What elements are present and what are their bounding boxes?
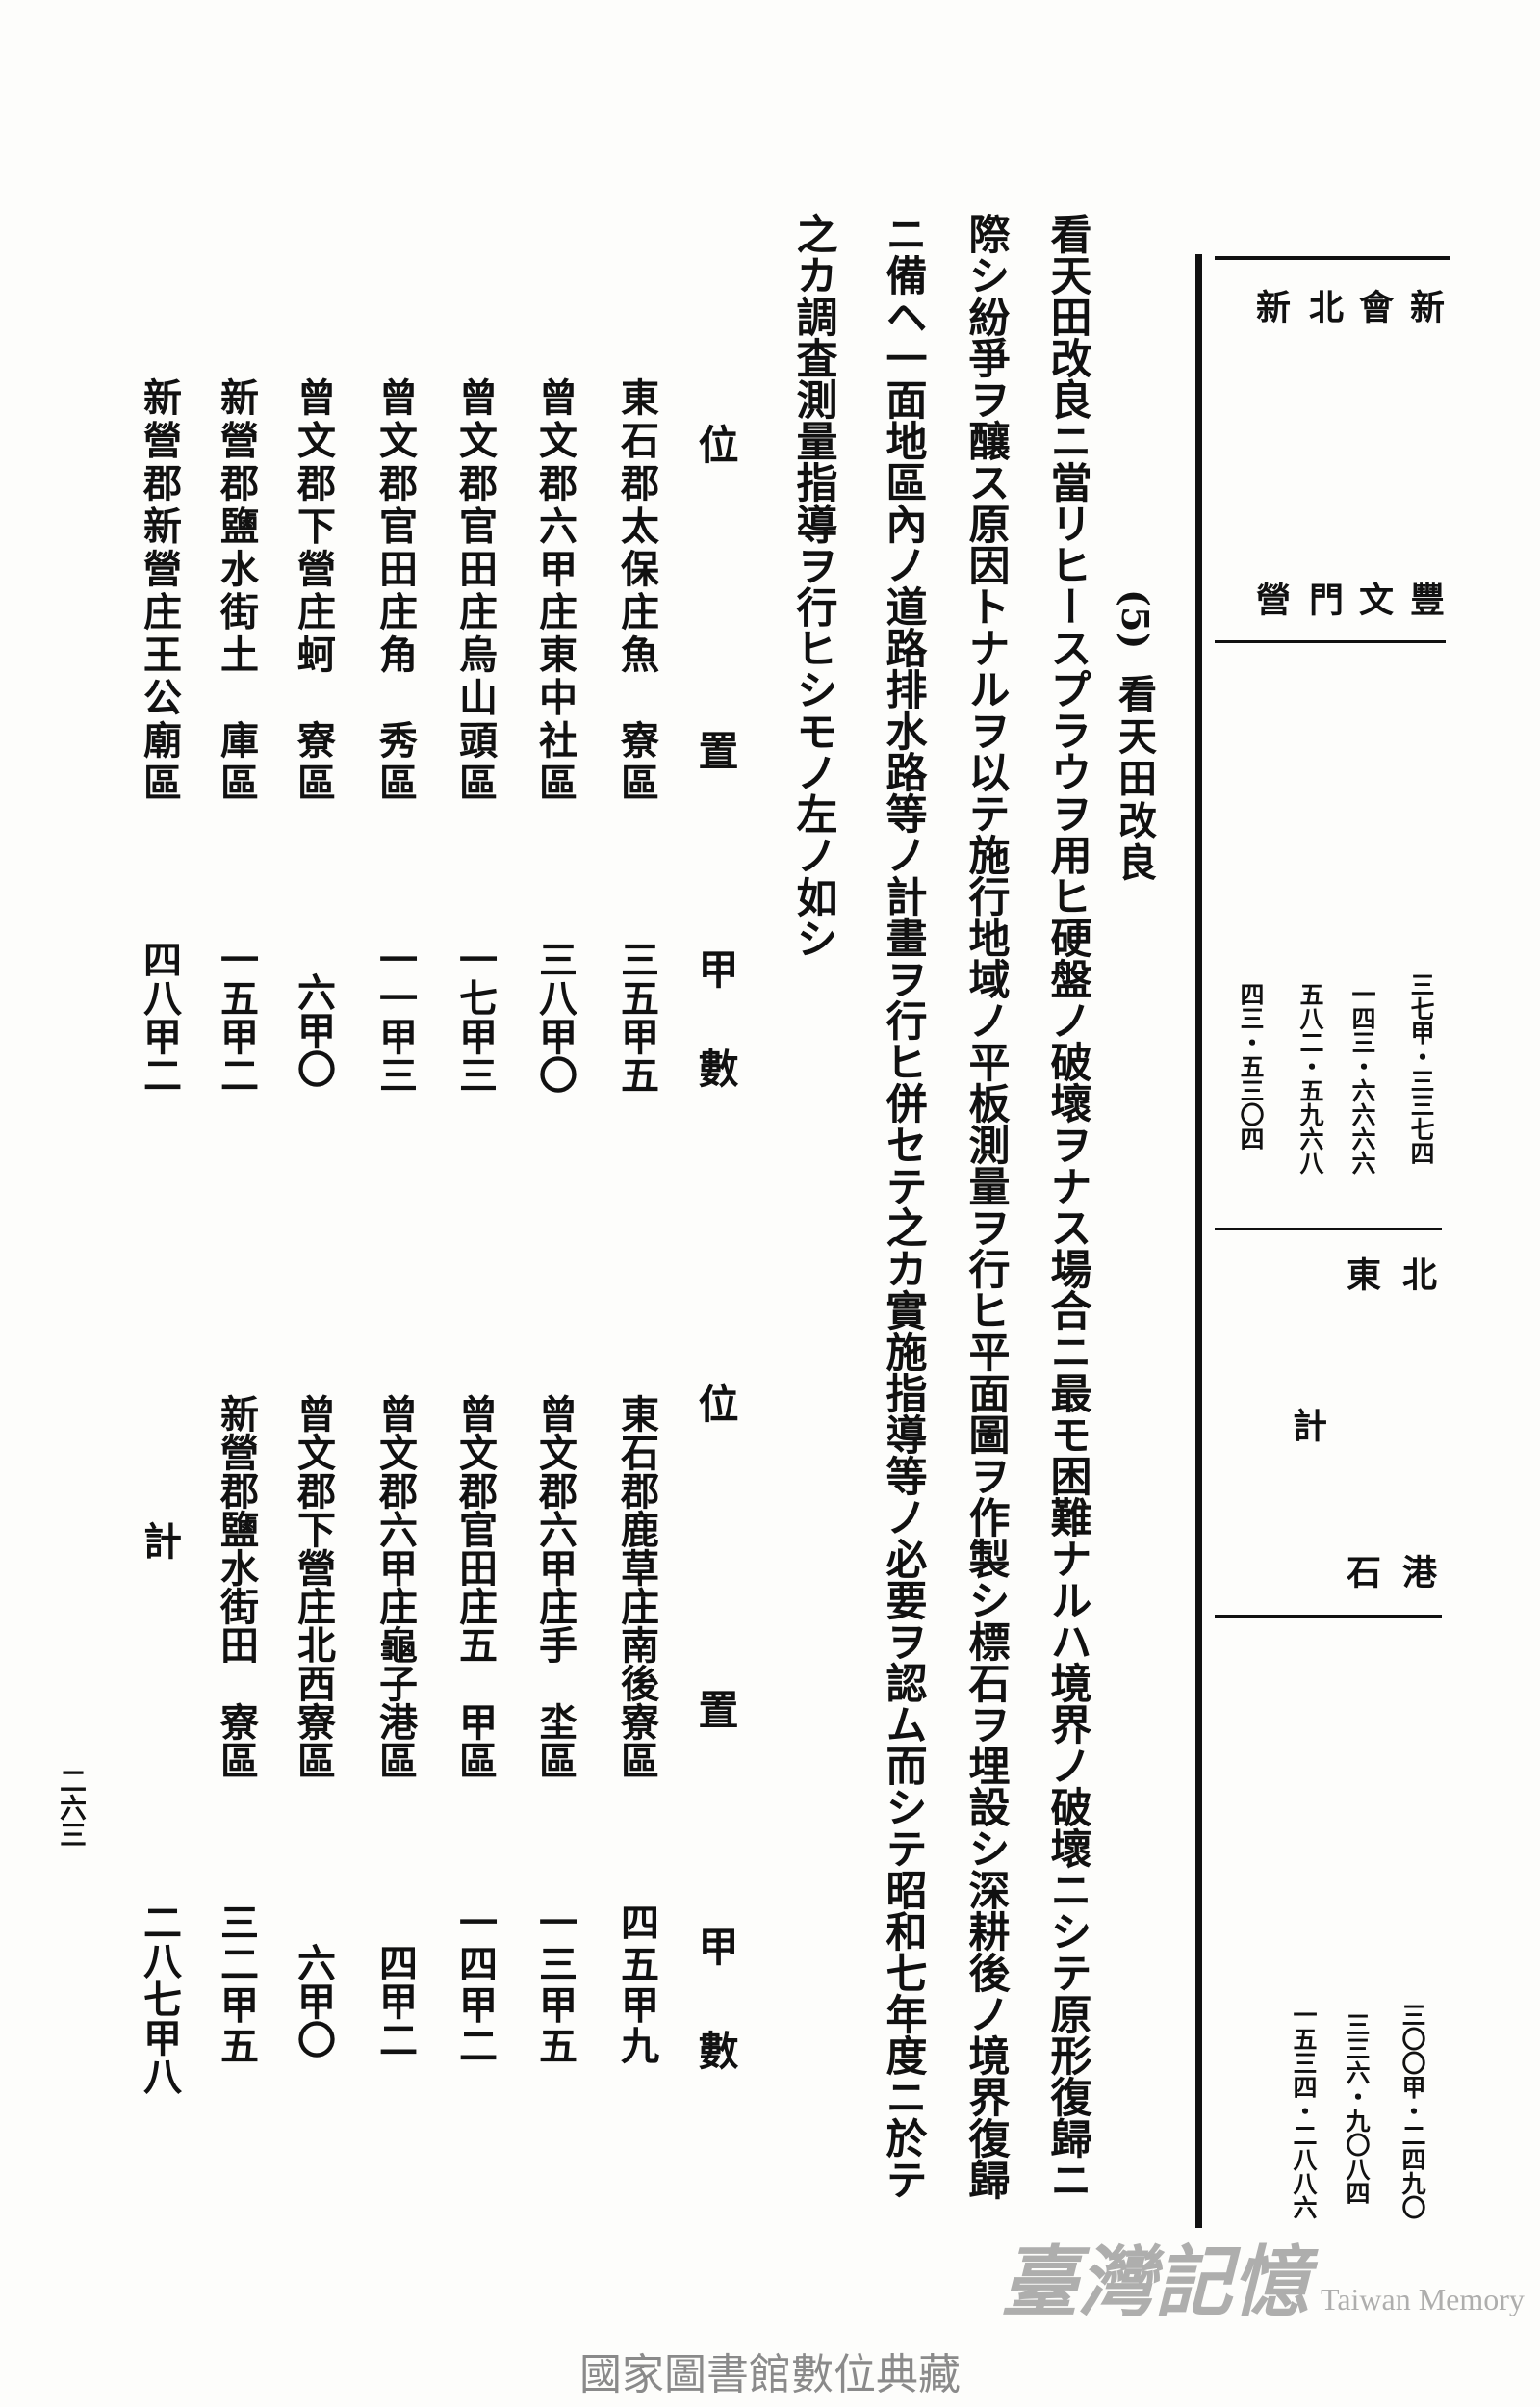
total-value: 三〇〇甲・二四九〇 xyxy=(1399,2003,1426,2219)
district-name: 北門 xyxy=(1303,289,1344,616)
table-vertical-rule xyxy=(1195,254,1202,2228)
table-row-location: 曾文郡六甲庄東中社區 xyxy=(532,377,578,801)
table-row-area: 六甲〇 xyxy=(291,972,336,1088)
table-row-location: 東石郡鹿草庄南後寮區 xyxy=(614,1394,659,1779)
table-row-location: 東石郡太保庄魚 寮區 xyxy=(614,377,659,801)
table-row-location: 曾文郡下營庄北西寮區 xyxy=(291,1394,336,1779)
total-value: 一五三四・二八八六 xyxy=(1290,2003,1318,2219)
table-rule xyxy=(1215,256,1450,260)
section-number: (5) xyxy=(1114,589,1157,650)
page-number: 二六三 xyxy=(56,1767,88,1848)
table-row-area: 一五甲二 xyxy=(214,940,259,1094)
column-header-area: 甲數 xyxy=(692,948,739,1088)
body-paragraph-line: 之カ調査測量指導ヲ行ヒシモノ左ノ如シ xyxy=(789,213,837,960)
body-paragraph-line: 際シ紛爭ヲ釀ス原因トナルヲ以テ施行地域ノ平板測量ヲ行ヒ平面圖ヲ作製シ標石ヲ埋設シ… xyxy=(962,213,1010,2200)
district-name: 東石 xyxy=(1341,1256,1381,1589)
district-name: 新營 xyxy=(1250,289,1291,616)
column-header-location: 位置 xyxy=(692,1383,739,1729)
table-row-area: 一一甲三 xyxy=(372,940,418,1094)
district-name: 北港 xyxy=(1397,1256,1437,1589)
district-name: 新豐 xyxy=(1404,289,1445,616)
table-row-location: 曾文郡官田庄角 秀區 xyxy=(372,377,418,801)
table-row-area: 一三甲五 xyxy=(532,1902,578,2064)
column-header-location: 位置 xyxy=(692,424,739,770)
table-row-area: 三二甲五 xyxy=(214,1902,259,2064)
table-row-location: 新營郡新營庄王公廟區 xyxy=(137,377,182,801)
district-value: 四三・五三〇四 xyxy=(1237,982,1265,1151)
table-row-area: 六甲〇 xyxy=(291,1943,336,2058)
total-label: 計 xyxy=(137,1521,182,1560)
total-value: 三三六・九〇八四 xyxy=(1343,2012,1371,2205)
total-value: 二八七甲八 xyxy=(137,1902,182,2095)
table-row-area: 一七甲三 xyxy=(452,940,498,1094)
table-row-location: 新營郡鹽水街土 庫區 xyxy=(214,377,259,801)
district-value: 一四三・六六六六 xyxy=(1348,982,1376,1175)
watermark-subtitle: Taiwan Memory xyxy=(1321,2282,1525,2316)
body-paragraph-line: ニ備ヘ一面地區內ノ道路排水路等ノ計畫ヲ行ヒ併セテ之カ實施指導等ノ必要ヲ認ム而シテ… xyxy=(879,213,927,2200)
table-row-location: 曾文郡六甲庄龜子港區 xyxy=(372,1394,418,1779)
district-name: 會文 xyxy=(1353,289,1394,616)
column-header-area: 甲數 xyxy=(692,1926,739,2070)
total-label: 計 xyxy=(1287,1408,1327,1442)
body-paragraph-line: 看天田改良ニ當リヒースプラウヲ用ヒ硬盤ノ破壞ヲナス場合ニ最モ困難ナルハ境界ノ破壞… xyxy=(1043,213,1091,2200)
table-row-area: 三五甲五 xyxy=(614,940,659,1094)
table-row-area: 四八甲二 xyxy=(137,940,182,1094)
table-rule xyxy=(1215,1228,1442,1230)
table-row-area: 一四甲二 xyxy=(452,1902,498,2064)
table-rule xyxy=(1215,640,1446,643)
table-row-location: 曾文郡下營庄蚵 寮區 xyxy=(291,377,336,801)
table-row-location: 曾文郡官田庄五 甲區 xyxy=(452,1394,498,1779)
district-value: 五八二・五九六八 xyxy=(1296,982,1324,1175)
table-rule xyxy=(1215,1615,1442,1618)
table-row-location: 曾文郡官田庄烏山頭區 xyxy=(452,377,498,801)
table-row-area: 三八甲〇 xyxy=(532,940,578,1094)
table-row-area: 四甲二 xyxy=(372,1943,418,2058)
district-value: 三七甲・三三七四 xyxy=(1407,972,1435,1165)
table-row-location: 曾文郡六甲庄手 坔區 xyxy=(532,1394,578,1779)
table-row-location: 新營郡鹽水街田 寮區 xyxy=(214,1394,259,1779)
table-row-area: 四五甲九 xyxy=(614,1902,659,2064)
section-title: 看天田改良 xyxy=(1112,674,1157,881)
footer-archive-label: 國家圖書館數位典藏 xyxy=(579,2350,961,2399)
watermark-logo: 臺灣記憶 xyxy=(1001,2237,1309,2327)
